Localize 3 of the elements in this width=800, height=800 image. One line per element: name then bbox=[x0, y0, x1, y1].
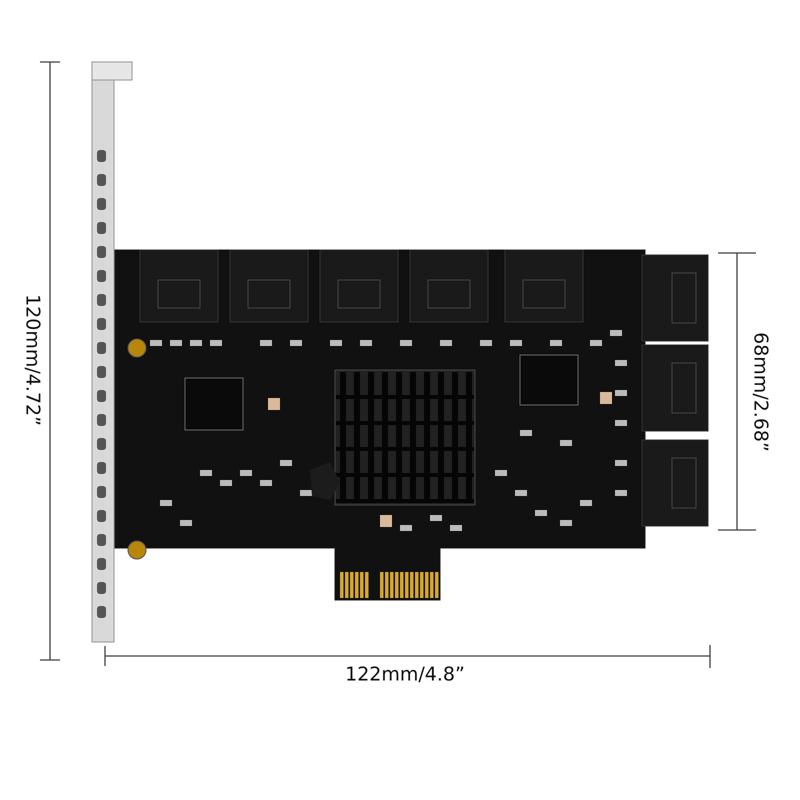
dimension-label: 68mm/2.68” bbox=[750, 332, 770, 452]
dimension-label: 122mm/4.8” bbox=[345, 666, 465, 684]
dimension-label: 120mm/4.72” bbox=[22, 294, 42, 426]
